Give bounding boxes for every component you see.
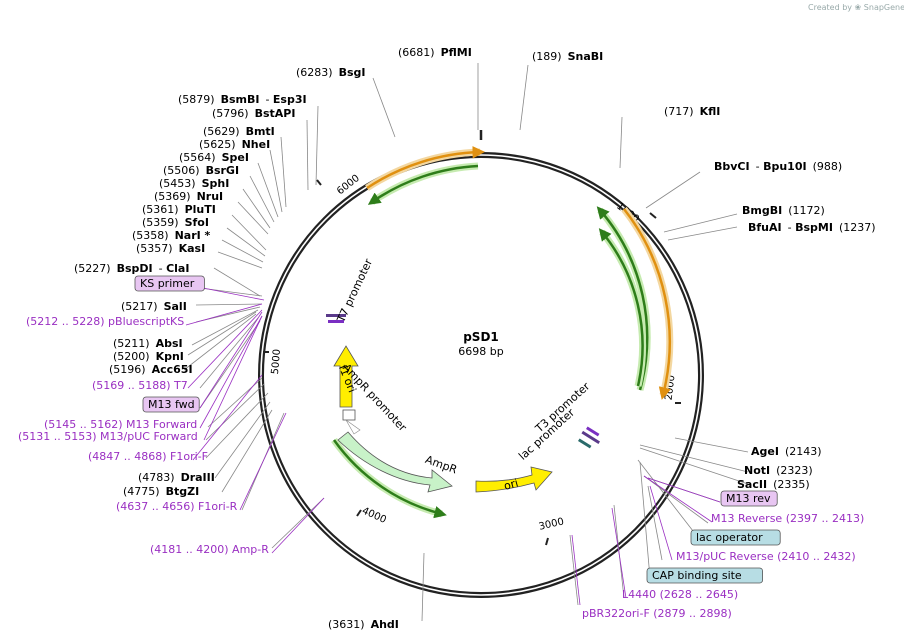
site-snabi[interactable]: (189)SnaBI — [532, 50, 603, 63]
site-spei[interactable]: (5564)SpeI — [179, 151, 249, 164]
svg-text:(5169 .. 5188) T7[interactable]: (5169 .. 5188) T7 — [92, 379, 188, 392]
primer-pbluescriptks[interactable]: (5212 .. 5228) pBluescriptKS — [26, 315, 184, 328]
primer-ks-primer[interactable]: KS primer — [134, 275, 205, 292]
plasmid-name: pSD1 — [463, 330, 499, 344]
feature-arc-upper-orange[interactable] — [366, 145, 485, 190]
ori-feature[interactable] — [475, 466, 553, 493]
site-kasi[interactable]: (5357)KasI — [136, 242, 205, 255]
feature-arc-right-green-outer[interactable] — [596, 206, 649, 391]
site-bfuai[interactable]: BfuAI- BspMI(1237) — [748, 221, 876, 234]
svg-text:(4181 .. 4200) Amp-R[interactable]: (4181 .. 4200) Amp-R — [150, 543, 269, 556]
primer-m13-reverse[interactable]: M13 Reverse (2397 .. 2413) — [711, 512, 864, 525]
svg-text:(4847 .. 4868) F1ori-F[interactable]: (4847 .. 4868) F1ori-F — [88, 450, 208, 463]
site-sphi[interactable]: (5453)SphI — [159, 177, 229, 190]
scale-tick-label: 4000 — [360, 506, 388, 526]
feature-label-ampr[interactable]: AmpR — [424, 453, 460, 477]
primer-m13-forward[interactable]: (5145 .. 5162) M13 Forward — [44, 418, 197, 431]
primer-m13-rev[interactable]: M13 rev — [720, 490, 778, 507]
site-agei[interactable]: AgeI(2143) — [751, 445, 822, 458]
site-btgzi[interactable]: (4775)BtgZI — [123, 485, 199, 498]
svg-text:pBR322ori-F (2879 .. 2898)[interactable]: pBR322ori-F (2879 .. 2898) — [582, 607, 732, 620]
site-kpni[interactable]: (5200)KpnI — [113, 350, 184, 363]
primer-lac-operator[interactable]: lac operator — [690, 529, 781, 546]
site-bbvci[interactable]: BbvCI- Bpu10I(988) — [714, 160, 842, 173]
site-noti[interactable]: NotI(2323) — [744, 464, 813, 477]
plasmid-size: 6698 bp — [458, 345, 503, 358]
primer-l4440[interactable]: L4440 (2628 .. 2645) — [622, 588, 738, 601]
primer-m13-fwd[interactable]: M13 fwd — [142, 396, 200, 413]
feature-arc-right-green-inner[interactable] — [598, 228, 644, 387]
site-sacii[interactable]: SacII(2335) — [737, 478, 810, 491]
primer-f1ori-f[interactable]: (4847 .. 4868) F1ori-F — [88, 450, 208, 463]
credit-text: Created by ❀ SnapGene — [808, 3, 904, 12]
svg-text:(5212 .. 5228) pBluescriptKS[interactable]: (5212 .. 5228) pBluescriptKS — [26, 315, 184, 328]
site-pflmi[interactable]: (6681)PflMI — [398, 46, 472, 59]
primer-f1ori-r[interactable]: (4637 .. 4656) F1ori-R — [116, 500, 238, 513]
svg-text:(5145 .. 5162) M13 Forward[interactable]: (5145 .. 5162) M13 Forward — [44, 418, 197, 431]
callout-labels: (6681)PflMI (189)SnaBI (6283)BsgI (717)KflI… — [18, 46, 876, 631]
svg-text:M13/pUC Reverse (2410 .. 2[interactable]: M13/pUC Reverse (2410 .. 2432) — [676, 550, 856, 563]
svg-text:(5131 .. 5153) M13/pUC Forwar[interactable]: (5131 .. 5153) M13/pUC Forward — [18, 430, 198, 443]
scale-tick-label: 5000 — [270, 349, 283, 375]
site-bsmbi[interactable]: (5879)BsmBI- Esp3I — [178, 93, 307, 106]
ampr-feature[interactable] — [337, 431, 453, 493]
site-bsrgi[interactable]: (5506)BsrGI — [163, 164, 239, 177]
site-nrui[interactable]: (5369)NruI — [154, 190, 223, 203]
primer-amp-r[interactable]: (4181 .. 4200) Amp-R — [150, 543, 269, 556]
svg-text:CAP binding site[interactable]: CAP binding site — [652, 569, 742, 582]
features-layer — [326, 145, 674, 519]
svg-text:lac operator[interactable]: lac operator — [696, 531, 763, 544]
site-acc65i[interactable]: (5196)Acc65I — [109, 363, 193, 376]
site-kfli[interactable]: (717)KflI — [664, 105, 720, 118]
scale-tick-label: 3000 — [538, 516, 565, 532]
svg-text:M13 rev[interactable]: M13 rev — [726, 492, 771, 505]
site-nari[interactable]: (5358)NarI * — [132, 229, 211, 242]
site-pluti[interactable]: (5361)PluTI — [142, 203, 216, 216]
svg-text:M13 Reverse (2397 .. 2413)[interactable]: M13 Reverse (2397 .. 2413) — [711, 512, 864, 525]
site-ahdi[interactable]: (3631)AhdI — [328, 618, 399, 631]
site-absi[interactable]: (5211)AbsI — [113, 337, 183, 350]
feature-label-t7-promoter[interactable]: T7 promoter — [334, 256, 375, 325]
svg-text:M13 fwd[interactable]: M13 fwd — [148, 398, 195, 411]
site-sali[interactable]: (5217)SalI — [121, 300, 187, 313]
primer-m13-puc-reverse[interactable]: M13/pUC Reverse (2410 .. 2432) — [676, 550, 856, 563]
site-bstapi[interactable]: (5796)BstAPI — [212, 107, 295, 120]
primer-m13-puc-forward[interactable]: (5131 .. 5153) M13/pUC Forward — [18, 430, 198, 443]
site-nhei[interactable]: (5625)NheI — [199, 138, 270, 151]
primer-cap-binding-site[interactable]: CAP binding site — [646, 567, 763, 584]
site-bsgi[interactable]: (6283)BsgI — [296, 66, 365, 79]
svg-text:(4637 .. 4656) F1ori-R[interactable]: (4637 .. 4656) F1ori-R — [116, 500, 238, 513]
callout-lines — [183, 63, 749, 622]
site-bmti[interactable]: (5629)BmtI — [203, 125, 275, 138]
feature-label-ori[interactable]: ori — [502, 476, 519, 492]
feature-arc-right-orange[interactable] — [623, 208, 671, 400]
primer-t7[interactable]: (5169 .. 5188) T7 — [92, 379, 188, 392]
f1-ori-feature[interactable] — [333, 345, 359, 408]
site-bmgbi[interactable]: BmgBI(1172) — [742, 204, 825, 217]
site-sfoi[interactable]: (5359)SfoI — [142, 216, 209, 229]
site-dra3[interactable]: (4783)DraIII — [138, 471, 215, 484]
feature-arc-upper-green[interactable] — [367, 164, 479, 205]
svg-text:L4440 (2628 .. 2645)[interactable]: L4440 (2628 .. 2645) — [622, 588, 738, 601]
feature-arc-lower-green[interactable] — [332, 439, 447, 519]
site-bspdi[interactable]: (5227)BspDI- ClaI — [74, 262, 189, 275]
svg-text:KS primer[interactable]: KS primer — [140, 277, 195, 290]
primer-pbr322ori-f[interactable]: pBR322ori-F (2879 .. 2898) — [582, 607, 732, 620]
